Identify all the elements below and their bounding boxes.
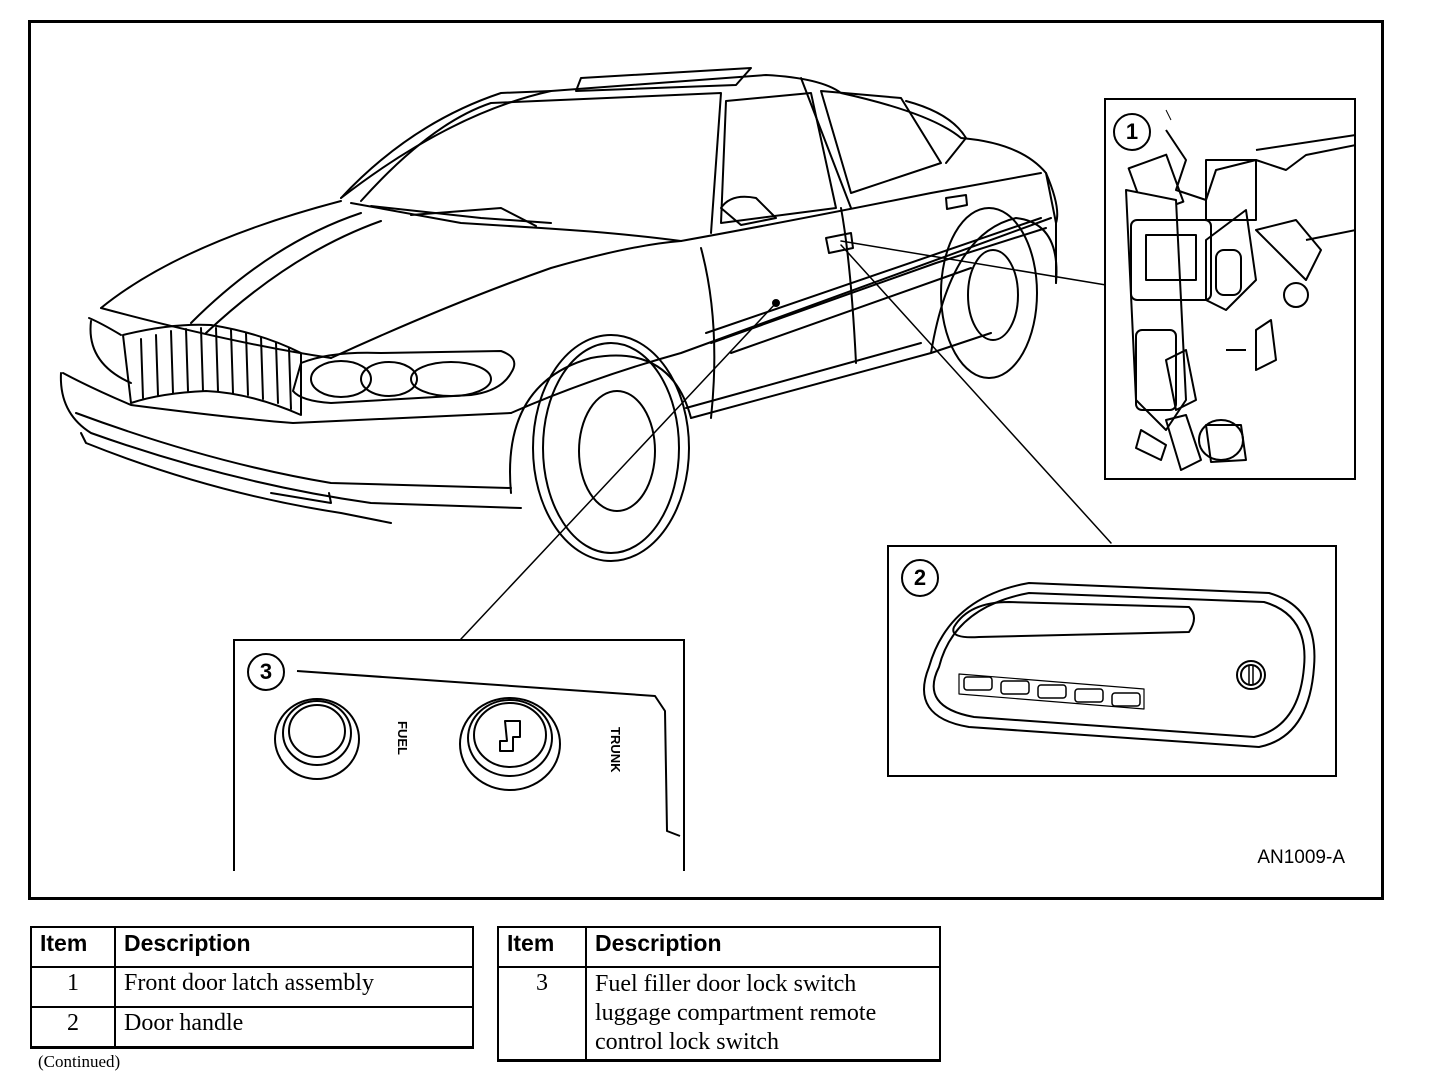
inset-door-handle	[887, 545, 1337, 777]
legend-table-right: Item Description 3 Fuel filler door lock…	[497, 926, 941, 1062]
continued-note: (Continued)	[38, 1052, 121, 1071]
item-description: Front door latch assembly	[114, 966, 474, 1008]
lock-switches-illustration	[274, 670, 681, 837]
item-description: Fuel filler door lock switch luggage com…	[585, 966, 941, 1062]
trunk-label: TRUNK	[608, 727, 623, 773]
item-number: 1	[30, 966, 116, 1008]
item-description: Door handle	[114, 1006, 474, 1049]
legend-table-left: Item Description 1 Front door latch asse…	[30, 926, 474, 1049]
latch-illustration	[1125, 109, 1354, 471]
door-handle-illustration	[923, 582, 1316, 748]
figure-code: AN1009-A	[1257, 847, 1345, 868]
table-row: 1 Front door latch assembly	[30, 966, 474, 1008]
callout-3: 3	[247, 653, 285, 691]
callout-2: 2	[901, 559, 939, 597]
description-line: Fuel filler door lock switch	[595, 971, 857, 997]
table-row: 2 Door handle	[30, 1006, 474, 1049]
inset-lock-switches: FUEL TRUNK	[233, 639, 685, 871]
description-line: luggage compartment remote	[595, 1000, 877, 1026]
car-illustration	[59, 67, 1112, 640]
item-number: 3	[497, 966, 587, 1062]
callout-1: 1	[1113, 113, 1151, 151]
legend-header-row: Item Description	[30, 926, 474, 968]
legend-header-row: Item Description	[497, 926, 941, 968]
description-header: Description	[114, 926, 474, 968]
item-number: 2	[30, 1006, 116, 1049]
fuel-label: FUEL	[395, 721, 410, 755]
description-header: Description	[585, 926, 941, 968]
description-line: control lock switch	[595, 1029, 779, 1055]
inset-latch-assembly	[1104, 98, 1356, 480]
diagram-figure: 1 2	[28, 20, 1384, 900]
item-header: Item	[497, 926, 587, 968]
item-header: Item	[30, 926, 116, 968]
table-row: 3 Fuel filler door lock switch luggage c…	[497, 966, 941, 1062]
